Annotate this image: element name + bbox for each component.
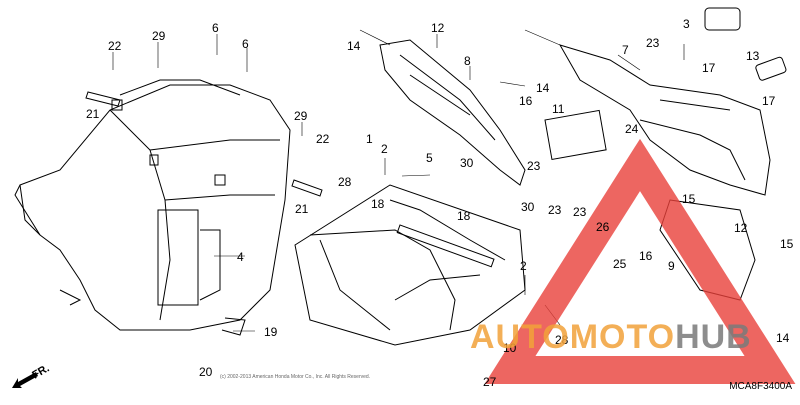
callout-28-b: 28	[555, 333, 569, 347]
callout-22-b: 22	[316, 132, 330, 146]
callout-17-b: 17	[762, 94, 776, 108]
watermark-logo: AUTOMOTOHUB	[470, 318, 752, 357]
callout-25: 25	[613, 257, 627, 271]
callout-16-b: 16	[639, 249, 653, 263]
copyright-text: (c) 2002-2013 American Honda Motor Co., …	[220, 374, 371, 380]
callout-30-a: 30	[460, 156, 474, 170]
callout-18-a: 18	[371, 197, 385, 211]
callout-1: 1	[366, 132, 373, 146]
watermark-text-a: AUTOMOTO	[470, 318, 676, 356]
callout-21-a: 21	[86, 107, 100, 121]
callout-30-b: 30	[521, 200, 535, 214]
license-bracket-part	[379, 39, 526, 186]
direction-arrow-icon	[12, 372, 38, 388]
callout-2-a: 2	[381, 142, 388, 156]
callout-18-b: 18	[457, 209, 471, 223]
callout-24: 24	[625, 122, 639, 136]
callout-6-b: 6	[242, 37, 249, 51]
callout-23-b: 23	[646, 36, 660, 50]
callout-28-a: 28	[338, 175, 352, 189]
reflector-part	[704, 7, 741, 31]
callout-5: 5	[426, 151, 433, 165]
callout-19: 19	[264, 325, 278, 339]
callout-14-b: 14	[536, 81, 550, 95]
callout-14-a: 14	[347, 39, 361, 53]
callout-15-a: 15	[682, 192, 696, 206]
callout-12-a: 12	[431, 21, 445, 35]
watermark-text-b: HUB	[675, 318, 752, 356]
callout-27: 27	[483, 375, 497, 389]
callout-4: 4	[237, 250, 244, 264]
callout-23-d: 23	[573, 205, 587, 219]
callout-6-a: 6	[212, 21, 219, 35]
callout-16-a: 16	[519, 94, 533, 108]
callout-15-b: 15	[780, 237, 794, 251]
callout-10: 10	[503, 341, 517, 355]
callout-9: 9	[668, 259, 675, 273]
callout-23-c: 23	[548, 203, 562, 217]
callout-26: 26	[596, 220, 610, 234]
callout-22-a: 22	[108, 39, 122, 53]
callout-14-c: 14	[776, 331, 790, 345]
callout-21-b: 21	[295, 202, 309, 216]
callout-23-a: 23	[527, 159, 541, 173]
diagram-code: MCA8F3400A	[729, 381, 792, 392]
callout-20: 20	[199, 365, 213, 379]
callout-17-a: 17	[702, 61, 716, 75]
rear-fender-part	[294, 184, 526, 346]
callout-7: 7	[622, 43, 629, 57]
callout-3: 3	[683, 17, 690, 31]
callout-29-b: 29	[294, 109, 308, 123]
watermark-triangle	[484, 138, 796, 384]
callout-13: 13	[746, 49, 760, 63]
callout-2-b: 2	[520, 259, 527, 273]
callout-12-b: 12	[734, 221, 748, 235]
inner-fender-part	[14, 79, 291, 331]
callout-29-a: 29	[152, 29, 166, 43]
callout-8: 8	[464, 54, 471, 68]
callout-11: 11	[552, 102, 565, 116]
